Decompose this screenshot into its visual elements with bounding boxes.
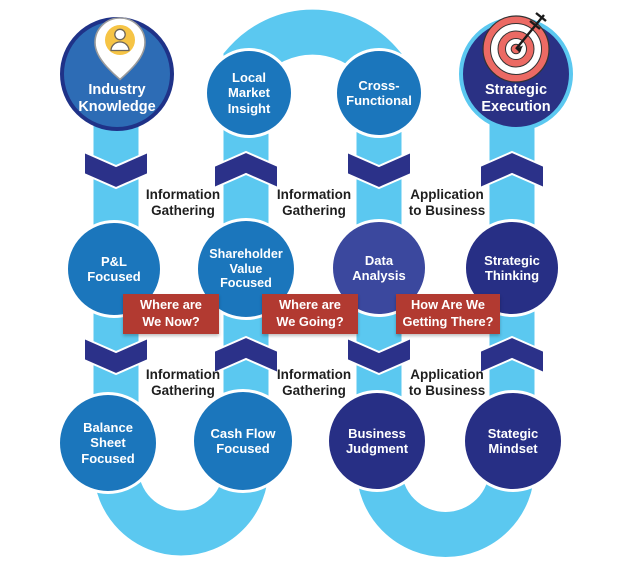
map-pin-person-icon — [94, 17, 146, 81]
node-label: Local Market Insight — [227, 70, 271, 116]
question-label: Where are We Going? — [276, 297, 344, 329]
chevron-down-icon — [83, 150, 149, 190]
node-label: Strategic Thinking — [484, 252, 540, 283]
node-label: Stategic Mindset — [487, 425, 539, 456]
target-dart-icon — [482, 12, 550, 83]
chevron-up-icon — [479, 335, 545, 375]
node-label: Cross- Functional — [346, 77, 412, 108]
question-label: Where are We Now? — [140, 297, 202, 329]
snake-path — [93, 9, 535, 557]
node-business-judgment: Business Judgment — [326, 390, 428, 492]
node-label: Business Judgment — [345, 425, 409, 456]
question-box-where-are-we-now: Where are We Now? — [123, 294, 219, 334]
node-shareholder-value-focused: Shareholder Value Focused — [195, 218, 297, 320]
process-label-info-gathering-3: Information Gathering — [145, 367, 221, 398]
node-label: Data Analysis — [352, 252, 406, 283]
node-label: Shareholder Value Focused — [209, 246, 283, 291]
node-label: Industry Knowledge — [78, 81, 156, 115]
node-local-market-insight: Local Market Insight — [204, 48, 294, 138]
process-label-application-to-business-2: Application to Business — [408, 367, 486, 398]
node-label: Cash Flow Focused — [210, 425, 276, 456]
node-label: P&L Focused — [87, 253, 141, 284]
node-balance-sheet-focused: Balance Sheet Focused — [57, 392, 159, 494]
node-label: Balance Sheet Focused — [81, 420, 135, 466]
node-stategic-mindset: Stategic Mindset — [462, 390, 564, 492]
chevron-up-icon — [479, 150, 545, 190]
process-label-application-to-business-1: Application to Business — [408, 187, 486, 218]
chevron-down-icon — [346, 336, 412, 376]
chevron-up-icon — [213, 335, 279, 375]
node-cash-flow-focused: Cash Flow Focused — [191, 389, 295, 493]
chevron-down-icon — [346, 150, 412, 190]
node-label: Strategic Execution — [481, 81, 551, 115]
question-box-how-are-we-getting-there: How Are We Getting There? — [396, 294, 500, 334]
chevron-up-icon — [213, 150, 279, 190]
question-box-where-are-we-going: Where are We Going? — [262, 294, 358, 334]
question-label: How Are We Getting There? — [402, 297, 494, 329]
process-label-info-gathering-2: Information Gathering — [276, 187, 352, 218]
chevron-down-icon — [83, 336, 149, 376]
process-label-info-gathering-4: Information Gathering — [276, 367, 352, 398]
node-cross-functional: Cross- Functional — [334, 48, 424, 138]
process-label-info-gathering-1: Information Gathering — [145, 187, 221, 218]
